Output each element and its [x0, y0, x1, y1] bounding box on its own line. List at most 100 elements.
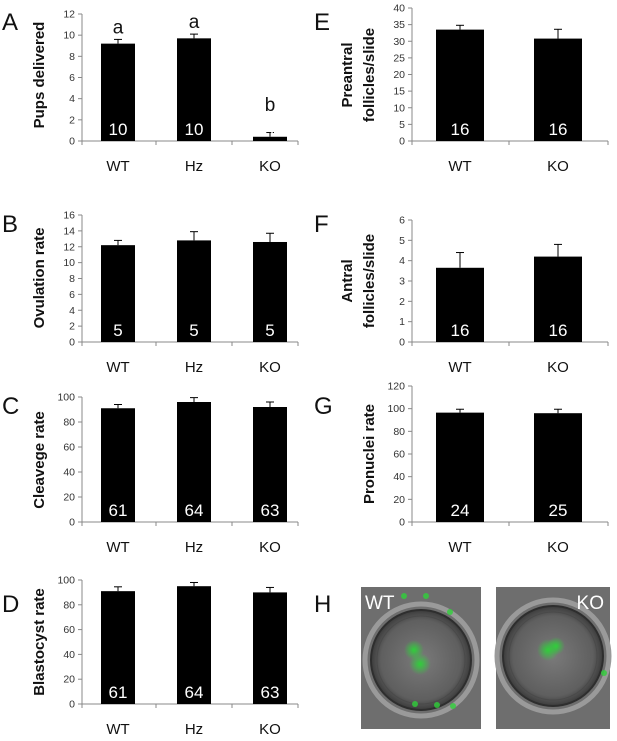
y-tick-label: 2: [399, 296, 405, 308]
n-label: 61: [109, 501, 128, 520]
n-label: 16: [451, 321, 470, 340]
bar: [253, 592, 287, 704]
x-tick-label: WT: [106, 359, 129, 376]
y-tick-label: 25: [393, 52, 405, 64]
bar: [436, 412, 484, 522]
x-tick-label: Hz: [185, 539, 203, 556]
pronucleus-signal: [547, 637, 565, 655]
n-label: 61: [109, 683, 128, 702]
panel-letter: C: [2, 393, 19, 420]
y-tick-label: 5: [399, 235, 405, 247]
zona-pellucida: [494, 597, 612, 715]
n-label: 64: [185, 683, 204, 702]
y-tick-label: 120: [387, 381, 405, 393]
y-axis-label: Preantral: [339, 42, 356, 107]
n-label: 10: [109, 120, 128, 139]
n-label: 63: [261, 501, 280, 520]
n-label: 16: [549, 321, 568, 340]
y-tick-label: 80: [63, 599, 75, 611]
significance-label: b: [265, 95, 276, 116]
y-tick-label: 6: [399, 215, 405, 227]
y-tick-label: 0: [399, 136, 405, 148]
y-tick-label: 10: [63, 257, 75, 269]
y-tick-label: 80: [63, 417, 75, 429]
y-tick-label: 6: [69, 289, 75, 301]
cytoplasm-edge: [376, 615, 466, 705]
y-tick-label: 4: [69, 93, 75, 105]
bar: [253, 407, 287, 522]
panel-letter: A: [2, 9, 18, 36]
y-tick-label: 8: [69, 51, 75, 63]
y-tick-label: 60: [63, 442, 75, 454]
y-axis-label: follicles/slide: [361, 28, 378, 122]
y-tick-label: 3: [399, 276, 405, 288]
bar: [177, 402, 211, 522]
x-tick-label: Hz: [185, 721, 203, 738]
y-tick-label: 1: [399, 316, 405, 328]
micrograph-ko: KO: [494, 587, 612, 729]
y-tick-label: 0: [69, 337, 75, 349]
y-axis-label: follicles/slide: [361, 234, 378, 328]
panel-letter: B: [2, 211, 18, 238]
x-tick-label: WT: [106, 721, 129, 738]
y-tick-label: 16: [63, 210, 75, 222]
micrograph-wt: WT: [361, 587, 481, 729]
y-tick-label: 40: [393, 471, 405, 483]
cell-dot: [447, 609, 453, 615]
n-label: 24: [451, 501, 470, 520]
n-label: 63: [261, 683, 280, 702]
n-label: 64: [185, 501, 204, 520]
panel-letter: H: [314, 591, 331, 618]
x-tick-label: WT: [448, 359, 471, 376]
cell-dot: [434, 702, 440, 708]
bar: [534, 256, 582, 342]
y-tick-label: 12: [63, 9, 75, 21]
n-label: 10: [185, 120, 204, 139]
y-tick-label: 100: [57, 575, 75, 587]
cell-dot: [423, 593, 429, 599]
y-axis-label: Ovulation rate: [31, 228, 48, 329]
x-tick-label: KO: [259, 539, 281, 556]
bar: [101, 43, 135, 142]
panel-letter: D: [2, 591, 19, 618]
x-tick-label: KO: [259, 158, 281, 175]
bar: [534, 413, 582, 522]
n-label: 16: [549, 120, 568, 139]
bar: [101, 245, 135, 342]
bar: [177, 586, 211, 704]
y-tick-label: 2: [69, 114, 75, 126]
x-tick-label: KO: [547, 158, 569, 175]
y-tick-label: 80: [393, 426, 405, 438]
y-tick-label: 14: [63, 225, 75, 237]
y-tick-label: 20: [63, 492, 75, 504]
x-tick-label: KO: [259, 359, 281, 376]
y-tick-label: 15: [393, 86, 405, 98]
cell-dot: [412, 701, 418, 707]
significance-label: a: [189, 12, 200, 33]
y-tick-label: 8: [69, 273, 75, 285]
cell-dot: [450, 703, 456, 709]
y-tick-label: 0: [69, 699, 75, 711]
y-tick-label: 2: [69, 321, 75, 333]
bar: [253, 136, 287, 141]
pronucleus-signal: [409, 653, 431, 675]
y-tick-label: 6: [69, 72, 75, 84]
zona-pellucida: [362, 601, 480, 719]
micrograph-label: WT: [365, 593, 395, 614]
bar: [177, 240, 211, 342]
y-axis-label: Pronuclei rate: [361, 404, 378, 504]
y-axis-label: Antral: [339, 259, 356, 302]
x-tick-label: WT: [448, 158, 471, 175]
n-label: 25: [549, 501, 568, 520]
x-tick-label: Hz: [185, 158, 203, 175]
y-tick-label: 0: [69, 517, 75, 529]
y-tick-label: 100: [57, 392, 75, 404]
x-tick-label: KO: [259, 721, 281, 738]
cell-dot: [601, 670, 607, 676]
cytoplasm-edge: [508, 611, 598, 701]
